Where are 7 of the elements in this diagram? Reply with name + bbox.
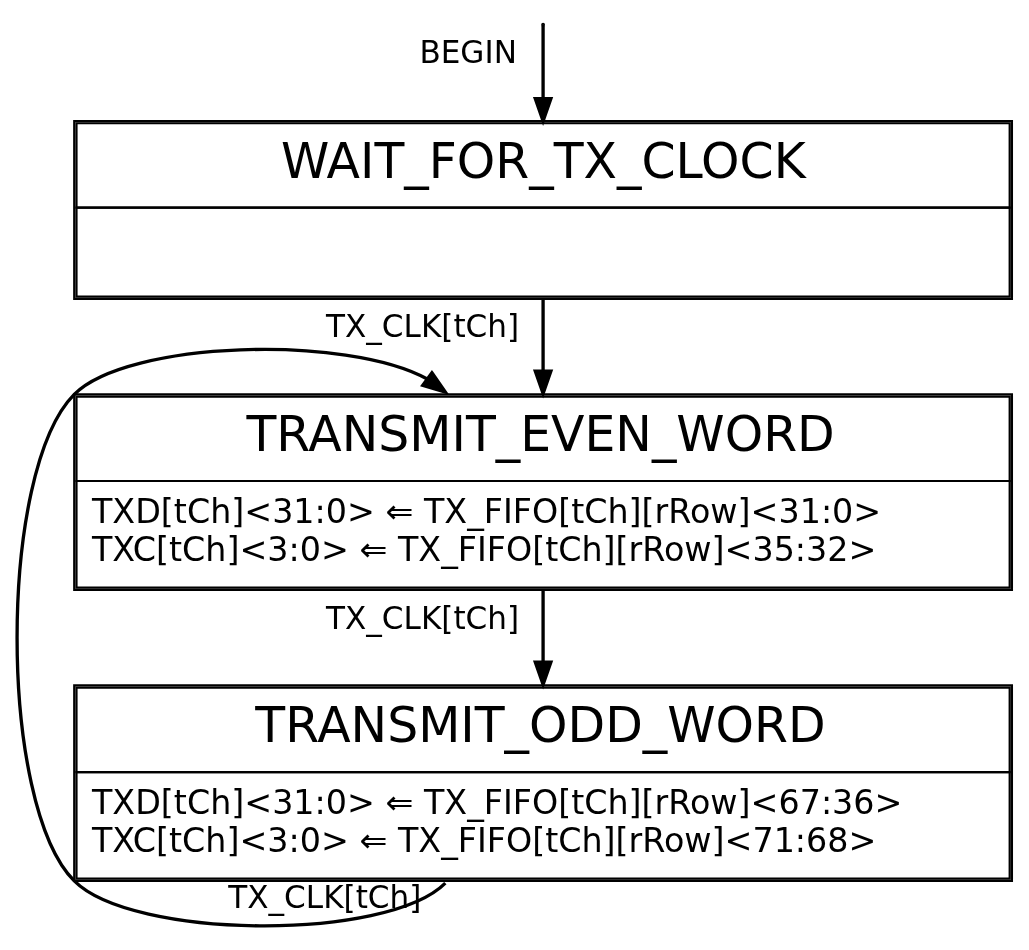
edge-label: TX_CLK[tCh] [326, 599, 520, 636]
edge-label: TX_CLK[tCh] [326, 308, 520, 345]
arrow [532, 590, 554, 690]
arrow [532, 25, 554, 126]
edge-label: BEGIN [419, 33, 517, 70]
arrow [532, 299, 554, 399]
arrow [15, 347, 450, 928]
